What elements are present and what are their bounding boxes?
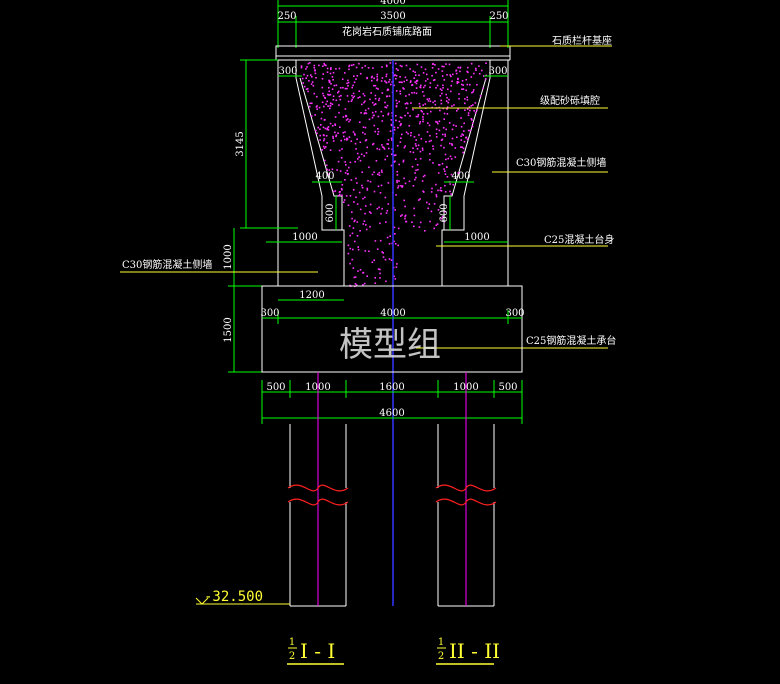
dim-top-left: 250	[277, 11, 296, 22]
right-leaders	[120, 107, 608, 349]
dim-step-h-left: 600	[325, 203, 336, 222]
dim-step-right: 400	[451, 171, 470, 182]
section-title-right: 1 2 II - II	[436, 637, 500, 665]
label-c30-wall-right: C30钢筋混凝土侧墙	[516, 156, 606, 169]
section-right-title: II - II	[449, 639, 500, 663]
dim-bot-1: 500	[266, 382, 285, 393]
dim-height-mid: 1000	[223, 244, 234, 269]
dim-cap-mid: 4000	[380, 308, 405, 319]
bottom-dimension-chain	[261, 380, 523, 424]
pile-cap	[261, 285, 523, 373]
watermark: 模型组	[339, 325, 441, 365]
left-dimension-chain	[228, 59, 298, 373]
dim-bot-total: 4600	[379, 408, 404, 419]
section-title-left: 1 2 I - I	[287, 637, 344, 665]
label-gravel-fill: 级配砂砾填腔	[540, 94, 600, 107]
dim-top-total: 4000	[380, 0, 405, 7]
elevation-value: -32.500	[204, 589, 263, 605]
label-deck: 花岗岩石质铺底路面	[342, 25, 432, 38]
dim-cap-right: 300	[505, 308, 524, 319]
deck-slab	[275, 45, 511, 61]
dim-cap-height: 1500	[223, 317, 234, 342]
label-c30-wall-left: C30钢筋混凝土侧墙	[122, 258, 212, 271]
dim-top-right: 250	[489, 11, 508, 22]
dim-top-mid: 3500	[380, 11, 405, 22]
dim-bot-3: 1600	[379, 382, 404, 393]
elevation-marker	[195, 597, 290, 605]
dim-ledge-left: 1000	[292, 232, 317, 243]
gravel-fill-pattern	[300, 62, 487, 288]
pile-left	[289, 424, 347, 607]
dim-bot-5: 500	[498, 382, 517, 393]
step-dims	[266, 181, 508, 243]
section-left-fraction-den: 2	[289, 651, 295, 662]
dim-inner-left: 300	[278, 66, 297, 77]
section-left-fraction-num: 1	[289, 637, 295, 648]
label-c25-body: C25混凝土台身	[544, 233, 614, 246]
dim-ledge-right: 1000	[464, 232, 489, 243]
section-left-title: I - I	[300, 639, 335, 663]
top-dimension-chain	[277, 0, 509, 48]
pile-break-marks	[287, 484, 497, 506]
label-c25-cap: C25钢筋混凝土承台	[526, 334, 616, 347]
dim-inner-right: 300	[488, 66, 507, 77]
pile-right	[437, 424, 495, 607]
dim-height-upper: 3145	[235, 131, 246, 156]
section-right-fraction-num: 1	[438, 637, 444, 648]
dim-step-left: 400	[315, 171, 334, 182]
cap-dimension-chain	[262, 310, 522, 324]
label-railing-base: 石质栏杆基座	[552, 34, 612, 47]
dim-step-h-right: 600	[439, 203, 450, 222]
dim-base-offset: 1200	[299, 290, 324, 301]
dim-cap-left: 300	[260, 308, 279, 319]
section-right-fraction-den: 2	[438, 651, 444, 662]
